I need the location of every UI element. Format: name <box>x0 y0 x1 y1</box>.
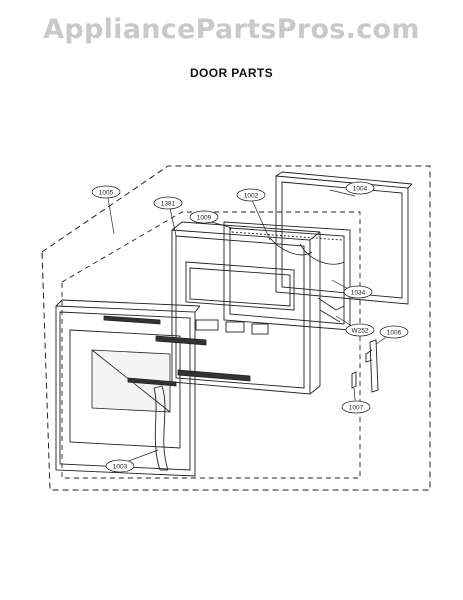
door-handle <box>153 385 169 471</box>
subassembly-boundary <box>61 211 361 479</box>
callout-1007: 1007 <box>341 400 371 414</box>
callout-w252: W252 <box>345 323 375 337</box>
callout-label: 1002 <box>244 193 259 200</box>
callout-1009-top: 1009 <box>189 210 219 224</box>
door-screen-panel <box>171 221 321 395</box>
door-wiring <box>269 237 345 323</box>
callout-label: 1381 <box>161 201 176 208</box>
door-film-strips <box>103 315 251 387</box>
callout-1003: 1003 <box>105 459 135 473</box>
callout-label: 1005 <box>99 190 114 197</box>
site-watermark: AppliancePartsPros.com <box>43 14 420 45</box>
callout-1006: 1006 <box>379 325 409 339</box>
callout-label: 1009 <box>197 215 212 222</box>
callout-label: 1003 <box>113 464 128 471</box>
callout-1381: 1381 <box>153 196 183 210</box>
callout-1034: 1034 <box>343 285 373 299</box>
callout-1002: 1002 <box>236 188 266 202</box>
callout-label: 1004 <box>353 186 368 193</box>
callout-label: W252 <box>352 328 369 335</box>
callout-1005: 1005 <box>91 185 121 199</box>
callout-label: 1034 <box>351 290 366 297</box>
callout-label: 1006 <box>387 330 402 337</box>
door-front-panel <box>55 299 201 477</box>
callout-1004: 1004 <box>345 181 375 195</box>
door-latch <box>351 339 379 393</box>
page-title: DOOR PARTS <box>189 66 274 80</box>
callout-label: 1007 <box>349 405 364 412</box>
